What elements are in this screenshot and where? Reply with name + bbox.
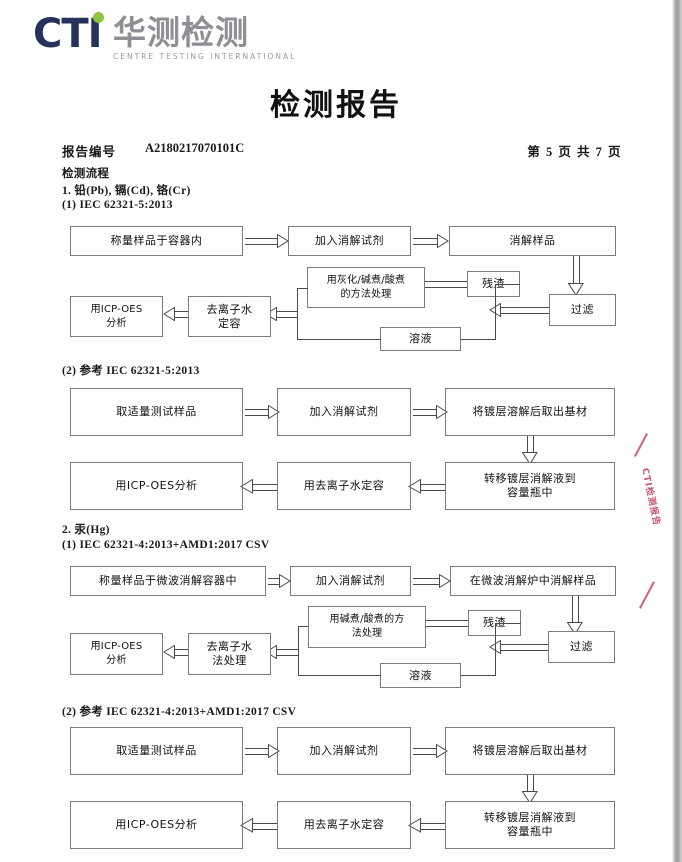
arrow-head-icon xyxy=(240,818,253,833)
node-take-test-sample: 取适量测试样品 xyxy=(70,727,243,775)
node-filter: 过滤 xyxy=(548,631,615,663)
node-dissolve-coating: 将镀层溶解后取出基材 xyxy=(445,388,615,436)
arrow-head-icon xyxy=(567,622,583,635)
pagination: 第 5 页 共 7 页 xyxy=(527,145,622,159)
heading-pb-cd-cr-ref: (2) 参考 IEC 62321-5:2013 xyxy=(62,365,200,377)
report-header: 报告编号 A2180217070101C 第 5 页 共 7 页 xyxy=(62,141,622,159)
arrow-head-icon xyxy=(568,283,584,296)
node-icp-oes-analysis: 用ICP-OES 分析 xyxy=(70,296,163,337)
node-alkali-acid-boil: 用碱煮/酸煮的方 法处理 xyxy=(308,606,426,648)
node-microwave-digestion: 在微波消解炉中消解样品 xyxy=(450,566,616,596)
arrow-head-icon xyxy=(436,405,448,419)
report-number-label: 报告编号 xyxy=(62,145,117,159)
page-title: 检测报告 xyxy=(270,89,402,122)
node-ash-alkali-acid: 用灰化/碱煮/酸煮 的方法处理 xyxy=(307,267,425,308)
report-number-value: A2180217070101C xyxy=(145,141,245,155)
watermark-text: CTI检测报告 xyxy=(639,467,662,528)
node-filter: 过滤 xyxy=(549,294,616,326)
node-add-reagent: 加入消解试剂 xyxy=(277,388,411,436)
vertical-scrollbar[interactable] xyxy=(672,0,682,862)
node-take-test-sample: 取适量测试样品 xyxy=(70,388,243,436)
arrow-head-icon xyxy=(408,479,421,494)
arrow-head-icon xyxy=(436,744,448,758)
heading-pb-cd-cr: 1. 铅(Pb), 镉(Cd), 铬(Cr) xyxy=(62,185,191,197)
section-heading: 检测流程 xyxy=(62,168,110,180)
node-deionized-water-volume: 用去离子水定容 xyxy=(277,801,411,849)
node-transfer-digestate: 转移镀层消解液到 容量瓶中 xyxy=(445,801,615,849)
node-add-reagent: 加入消解试剂 xyxy=(288,226,411,256)
arrow-head-icon xyxy=(265,307,277,321)
arrow-head-icon xyxy=(522,791,538,804)
arrow-head-icon xyxy=(268,744,280,758)
node-icp-oes-analysis: 用ICP-OES分析 xyxy=(70,462,243,510)
node-weigh-sample-microwave: 称量样品于微波消解容器中 xyxy=(70,566,266,596)
arrow-head-icon xyxy=(408,818,421,833)
node-solution: 溶液 xyxy=(380,663,461,688)
node-digest-sample: 消解样品 xyxy=(449,226,616,256)
arrow-head-icon xyxy=(265,645,277,659)
node-deionized-water-volume: 去离子水 定容 xyxy=(188,296,271,337)
node-icp-oes-analysis: 用ICP-OES分析 xyxy=(70,801,243,849)
arrow-head-icon xyxy=(279,574,291,588)
node-deionized-water-volume: 用去离子水定容 xyxy=(277,462,411,510)
arrow-head-icon xyxy=(163,307,175,321)
arrow-head-icon xyxy=(277,234,289,248)
arrow-head-icon xyxy=(437,234,449,248)
logo-dot-icon xyxy=(93,12,104,23)
node-deionized-water-method: 去离子水 法处理 xyxy=(188,633,271,675)
node-dissolve-coating: 将镀层溶解后取出基材 xyxy=(445,727,615,775)
node-icp-oes-analysis: 用ICP-OES 分析 xyxy=(70,633,163,675)
subheading-pb-cd-cr: (1) IEC 62321-5:2013 xyxy=(62,199,173,211)
subheading-hg: (1) IEC 62321-4:2013+AMD1:2017 CSV xyxy=(62,539,270,551)
node-solution: 溶液 xyxy=(380,327,461,351)
arrow-head-icon xyxy=(268,405,280,419)
heading-hg: 2. 汞(Hg) xyxy=(62,524,110,536)
arrow-head-icon xyxy=(522,452,538,465)
node-weigh-sample: 称量样品于容器内 xyxy=(70,226,243,256)
arrow-head-icon xyxy=(240,479,253,494)
arrow-head-icon xyxy=(163,645,175,659)
cti-logo: CTI 华测检测 CENTRE TESTING INTERNATIONAL xyxy=(33,11,294,62)
logo-tagline: CENTRE TESTING INTERNATIONAL xyxy=(113,52,297,61)
node-transfer-digestate: 转移镀层消解液到 容量瓶中 xyxy=(445,462,615,510)
watermark: CTI检测报告 xyxy=(634,430,666,615)
node-add-reagent: 加入消解试剂 xyxy=(277,727,411,775)
node-add-reagent: 加入消解试剂 xyxy=(290,566,411,596)
arrow-head-icon xyxy=(439,574,451,588)
logo-mark: CTI xyxy=(33,11,103,57)
logo-chinese: 华测检测 xyxy=(113,13,249,52)
heading-hg-ref: (2) 参考 IEC 62321-4:2013+AMD1:2017 CSV xyxy=(62,706,297,718)
